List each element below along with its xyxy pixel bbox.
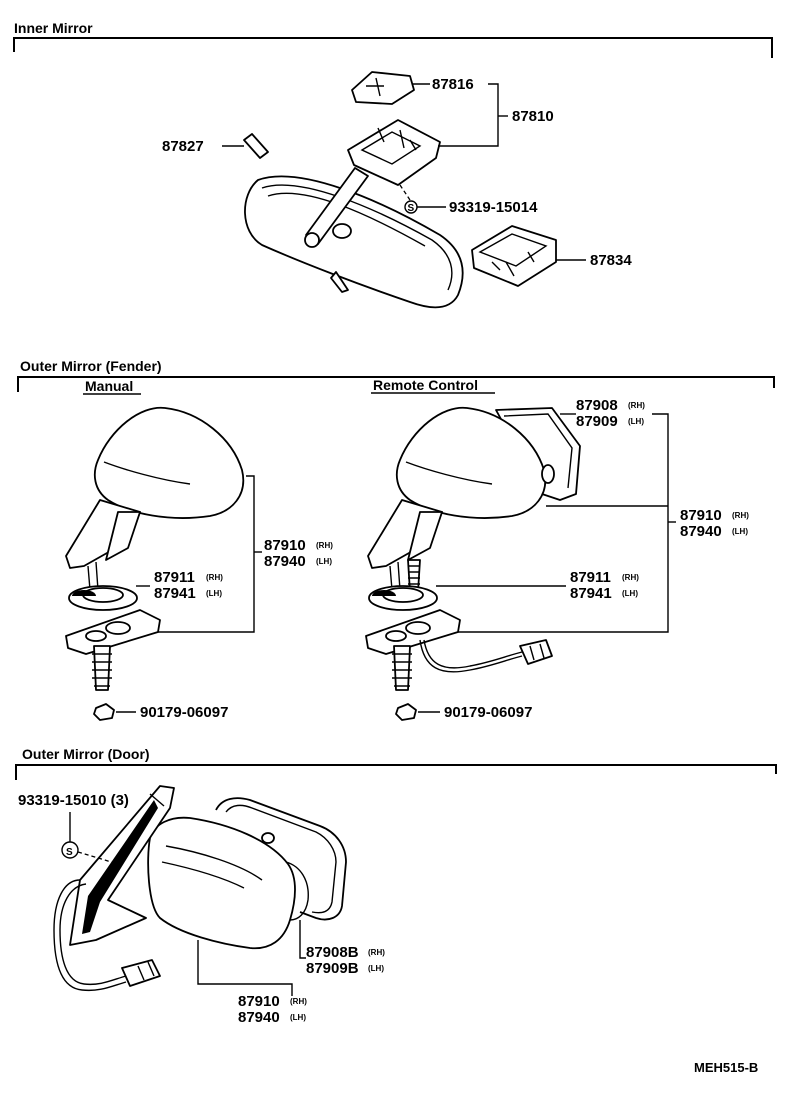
label-remote-87909: 87909 (576, 413, 618, 430)
label-remote-87911: 87911 (570, 569, 611, 586)
subtitle-manual: Manual (85, 378, 133, 394)
label-remote-87941: 87941 (570, 585, 612, 602)
remote-fender-mirror (365, 407, 581, 691)
suffix-remote-87911-rh: (RH) (622, 573, 639, 582)
suffix-remote-87940-lh: (LH) (732, 527, 748, 536)
inner-mirror-stay-87810 (304, 119, 441, 248)
suffix-remote-87908-rh: (RH) (628, 401, 645, 410)
section-bracket-door (15, 764, 777, 780)
label-remote-87910: 87910 (680, 507, 722, 524)
label-door-87940: 87940 (238, 1009, 280, 1026)
suffix-remote-87941-lh: (LH) (622, 589, 638, 598)
suffix-door-87910-rh: (RH) (290, 997, 307, 1006)
suffix-door-87908b-rh: (RH) (368, 948, 385, 957)
label-manual-87910: 87910 (264, 537, 306, 554)
label-door-93319: 93319-15010 (3) (18, 792, 129, 809)
suffix-manual-87940-lh: (LH) (316, 557, 332, 566)
label-door-87908b: 87908B (306, 944, 359, 961)
leader-door-87908 (299, 920, 306, 959)
manual-nut-90179 (93, 703, 115, 721)
suffix-manual-87910-rh: (RH) (316, 541, 333, 550)
label-door-87910: 87910 (238, 993, 280, 1010)
label-87816: 87816 (432, 76, 474, 93)
section-bracket-fender (17, 376, 775, 392)
leader-manual-87910 (158, 475, 255, 633)
inner-clip-dashed-line (399, 184, 411, 201)
suffix-door-87940-lh: (LH) (290, 1013, 306, 1022)
inner-mirror-bracket-87816 (351, 71, 415, 105)
label-remote-87940: 87940 (680, 523, 722, 540)
leader-remote-87908-bracket (458, 413, 669, 633)
leader-door-87910 (197, 940, 293, 996)
section-title-outer-door: Outer Mirror (Door) (22, 746, 150, 762)
door-mirror-assembly (53, 785, 347, 992)
label-manual-90179: 90179-06097 (140, 704, 228, 721)
section-bracket-inner (13, 37, 773, 58)
leader-87810 (438, 83, 499, 147)
label-door-87909b: 87909B (306, 960, 359, 977)
manual-fender-mirror (65, 407, 245, 691)
inner-mirror-body (244, 175, 464, 309)
subtitle-remote-control: Remote Control (373, 377, 478, 393)
clip-symbol-text: S (408, 203, 415, 214)
suffix-manual-87941-lh: (LH) (206, 589, 222, 598)
suffix-remote-87910-rh: (RH) (732, 511, 749, 520)
label-87834: 87834 (590, 252, 632, 269)
figure-code: MEH515-B (694, 1060, 758, 1075)
label-manual-87940: 87940 (264, 553, 306, 570)
label-remote-87908: 87908 (576, 397, 618, 414)
section-title-inner-mirror: Inner Mirror (14, 20, 93, 36)
label-remote-90179: 90179-06097 (444, 704, 532, 721)
section-title-outer-fender: Outer Mirror (Fender) (20, 358, 162, 374)
suffix-remote-87909-lh: (LH) (628, 417, 644, 426)
label-87810: 87810 (512, 108, 554, 125)
label-manual-87941: 87941 (154, 585, 196, 602)
suffix-door-87909b-lh: (LH) (368, 964, 384, 973)
door-clip-symbol: S (66, 847, 73, 858)
inner-mirror-cover-87834 (471, 225, 557, 287)
label-manual-87911: 87911 (154, 569, 195, 586)
suffix-manual-87911-rh: (RH) (206, 573, 223, 582)
remote-nut-90179 (395, 703, 417, 721)
label-93319-15014: 93319-15014 (449, 199, 538, 216)
label-87827: 87827 (162, 138, 204, 155)
inner-mirror-pin-87827 (243, 133, 269, 159)
